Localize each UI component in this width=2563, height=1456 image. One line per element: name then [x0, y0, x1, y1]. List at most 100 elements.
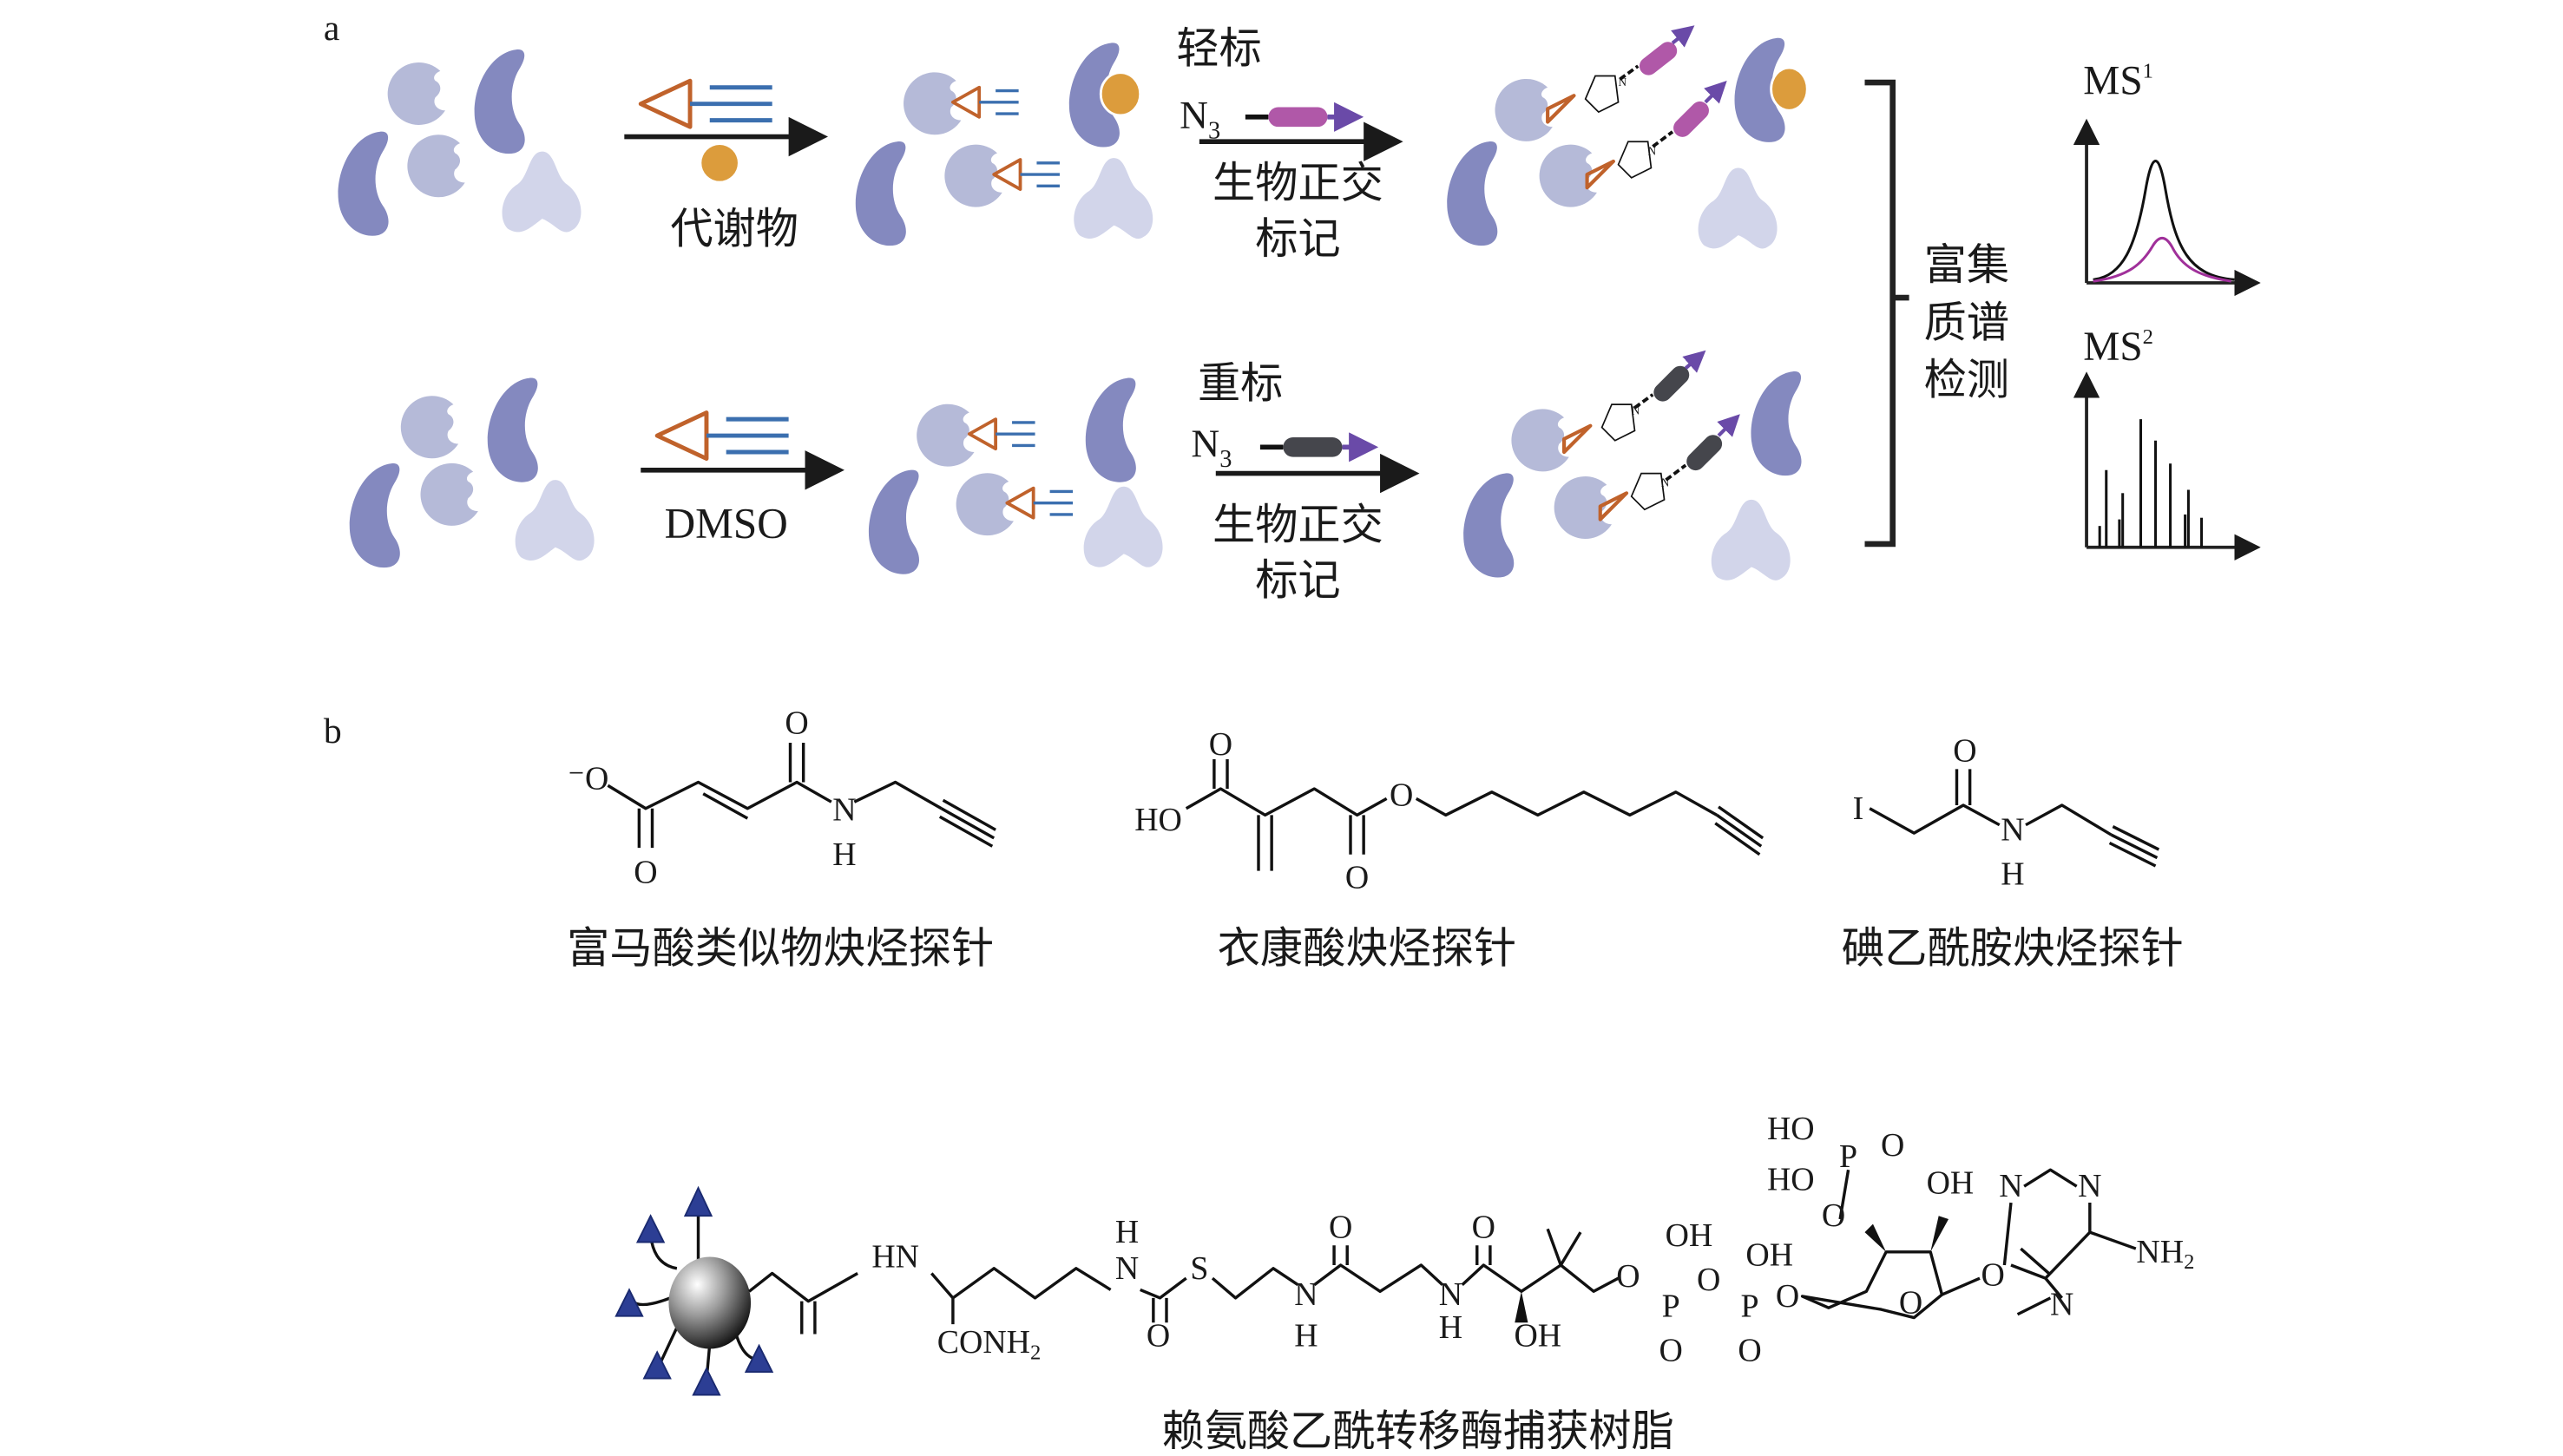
atom-label: N: [1999, 1168, 2022, 1204]
panel-b-label: b: [324, 712, 342, 751]
ms1-light-peak: [2093, 236, 2231, 283]
atom-label: N: [2001, 811, 2024, 848]
atom-label: CONH2: [937, 1324, 1042, 1364]
protein-light: [917, 403, 975, 467]
heavy-isotope-tag: [1686, 435, 1723, 471]
atom-label: HO: [1767, 1111, 1815, 1147]
atom-label: O: [1616, 1258, 1640, 1295]
protein-light: [1495, 78, 1553, 141]
protein-dark: [1751, 371, 1802, 476]
row1-labeled-lysate: N N: [1447, 25, 1809, 249]
atom-label: N: [1115, 1250, 1139, 1287]
atom-label: OH: [1745, 1237, 1793, 1274]
azide-label: N3: [1191, 423, 1232, 473]
protein-pale: [1711, 499, 1791, 580]
atom-label: P: [1839, 1138, 1857, 1175]
atom-label: HO: [1767, 1162, 1815, 1198]
atom-label: P: [1662, 1288, 1680, 1324]
atom-label: P: [1740, 1288, 1758, 1324]
probe-icon: [1548, 95, 1574, 121]
triazole-icon: [1617, 141, 1653, 179]
probe-icon: [992, 158, 1061, 192]
metabolite-icon: [1099, 71, 1142, 117]
protein-light: [1511, 409, 1569, 472]
iodoacetamide-probe-name: 碘乙酰胺炔烃探针: [1842, 923, 2184, 974]
atom-label: HO: [1134, 802, 1182, 838]
resin-bead: [614, 1185, 774, 1396]
protein-pale: [1074, 158, 1153, 239]
light-isotope-tag: [1673, 101, 1709, 137]
protein-pale: [1083, 486, 1163, 567]
triazole-icon: [1584, 75, 1620, 113]
azide-label: N3: [1180, 94, 1220, 144]
atom-label: H: [1439, 1309, 1462, 1346]
protein-light: [387, 62, 445, 125]
probe-icon: [951, 85, 1021, 119]
atom-label: O: [1899, 1285, 1922, 1322]
protein-dark: [487, 377, 538, 482]
workflow-step: 检测: [1924, 355, 2009, 405]
atom-label: N: [2050, 1286, 2073, 1322]
protein-dark: [855, 141, 906, 246]
light-tag-label: 轻标: [1176, 23, 1261, 73]
heavy-tag-label: 重标: [1198, 358, 1283, 409]
atom-label: I: [1853, 790, 1864, 827]
kat-resin-name: 赖氨酸乙酰转移酶捕获树脂: [1161, 1406, 1673, 1456]
svg-text:N: N: [1648, 144, 1657, 157]
protein-light: [420, 462, 478, 526]
heavy-isotope-tag: [1653, 365, 1690, 402]
workflow-step: 富集: [1924, 239, 2009, 290]
protein-light: [956, 473, 1014, 536]
ms2-label: MS2: [2083, 325, 2153, 370]
atom-label: O: [785, 705, 808, 741]
labeling-label: 标记: [1255, 213, 1340, 264]
atom-label: H: [832, 836, 856, 873]
svg-text:N: N: [1619, 75, 1627, 89]
atom-label: O: [1738, 1332, 1761, 1368]
bead-icon: [668, 1256, 752, 1349]
protein-dark: [474, 49, 525, 154]
bioorthogonal-label: 生物正交: [1212, 158, 1383, 208]
atom-label: O: [1822, 1197, 1845, 1234]
atom-label: HN: [871, 1239, 919, 1276]
combine-bracket: [1864, 79, 1909, 548]
ms1-label: MS1: [2083, 58, 2153, 103]
protein-pale: [515, 480, 595, 561]
light-isotope-tag: [1639, 42, 1678, 75]
atom-label: N: [1294, 1276, 1318, 1313]
protein-light: [1554, 476, 1612, 539]
row2-labeled-lysate: N N: [1463, 350, 1802, 580]
heavy-isotope-tag: [1283, 436, 1343, 457]
ms2-plot: [2073, 371, 2261, 561]
atom-label: N: [2078, 1168, 2101, 1204]
protein-dark: [868, 469, 919, 574]
atom-label: O: [1209, 726, 1232, 763]
ms1-heavy-peak: [2093, 159, 2235, 281]
fumarate-probe-name: 富马酸类似物炔烃探针: [567, 923, 994, 974]
alkyne-probe-icon: [641, 81, 772, 127]
ms2-fragment-peaks: [2098, 419, 2204, 548]
atom-label: H: [1115, 1214, 1139, 1250]
iodoacetamide-probe-structure: I O N H: [1853, 733, 2160, 892]
atom-label: O: [1697, 1262, 1720, 1298]
panel-a-label: a: [324, 9, 339, 49]
protein-light: [407, 134, 465, 198]
atom-label: OH: [1666, 1217, 1713, 1254]
bioorthogonal-label: 生物正交: [1212, 499, 1383, 549]
atom-label: O: [1345, 859, 1369, 895]
probe-icon: [967, 417, 1037, 451]
protein-dark: [338, 131, 389, 236]
atom-label: O: [1981, 1256, 2004, 1293]
atom-label: NH2: [2136, 1234, 2194, 1274]
atom-label: N: [832, 792, 856, 829]
workflow-step: 质谱: [1924, 297, 2009, 347]
atom-label: O: [1329, 1209, 1352, 1245]
metabolite-icon: [701, 145, 738, 181]
itaconate-probe-structure: O HO O O: [1134, 726, 1765, 895]
itaconate-probe-name: 衣康酸炔烃探针: [1218, 923, 1516, 974]
alkyne-probe-icon: [657, 413, 788, 459]
fumarate-probe-structure: ⁻O O O N H: [568, 705, 996, 891]
atom-label: S: [1190, 1250, 1208, 1287]
triazole-icon: [1630, 472, 1666, 511]
